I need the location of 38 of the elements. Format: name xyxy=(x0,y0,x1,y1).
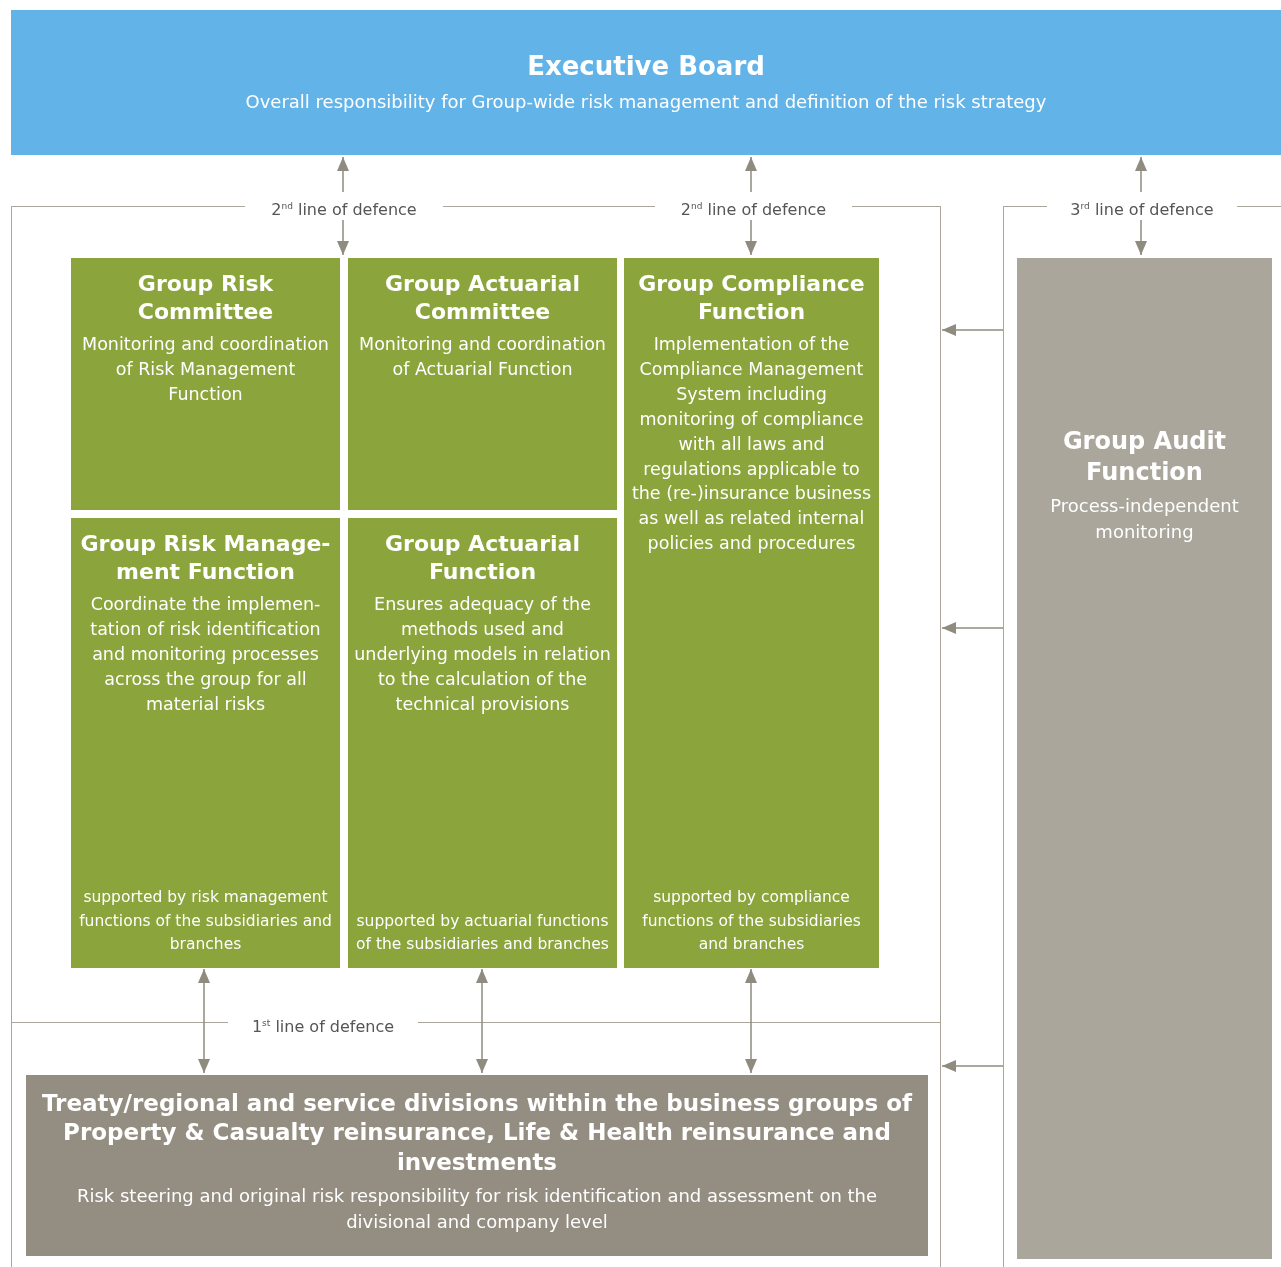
support-note: supported by compliance functions of the subsidiaries and branches xyxy=(641,887,862,955)
box-description: Process-independent monitoring xyxy=(1049,494,1240,544)
arrow xyxy=(941,1060,1004,1072)
arrow xyxy=(198,968,210,1074)
support-note: supported by risk management functions of the subsidiaries and branches xyxy=(78,887,333,955)
box-description: Risk steering and original risk responsibility for risk identification and assessment on the divisional and company level xyxy=(75,1184,879,1234)
arrow xyxy=(941,324,1004,336)
board-box xyxy=(11,10,1281,155)
arrow xyxy=(476,968,488,1074)
arrow xyxy=(1135,219,1147,256)
arrow xyxy=(745,156,757,193)
function-box xyxy=(71,518,340,968)
box-description: Ensures adequacy of the methods used and underlying models in relation to the calculation of the technical provisions xyxy=(354,593,611,716)
box-title: Group Compliance Function xyxy=(637,270,866,327)
box-title: Group Risk Committee xyxy=(136,270,275,327)
arrow xyxy=(941,622,1004,634)
box-description: Monitoring and coordination of Risk Management Function xyxy=(81,333,330,406)
division-box xyxy=(26,1075,928,1256)
box-description: Coordinate the implemen-tation of risk identification and monitoring processes across the group for all material risks xyxy=(89,593,322,716)
support-note: supported by actuarial functions of the subsidiaries and branches xyxy=(355,910,610,955)
arrow xyxy=(745,968,757,1074)
box-title: Group Audit Function xyxy=(1061,426,1228,488)
function-box xyxy=(624,258,879,968)
function-box xyxy=(348,518,617,968)
box-title: Treaty/regional and service divisions within the business groups of Property & Casualty reinsurance, Life & Health reinsurance and investments xyxy=(40,1089,914,1177)
box-title: Group Actuarial Function xyxy=(384,530,581,587)
arrow xyxy=(337,219,349,256)
arrow xyxy=(745,219,757,256)
box-title: Executive Board xyxy=(526,50,766,83)
box-description: Monitoring and coordination of Actuarial Function xyxy=(358,333,607,382)
box-title: Group Actuarial Committee xyxy=(384,270,581,327)
box-description: Overall responsibility for Group-wide risk management and definition of the risk strategy xyxy=(244,90,1048,115)
box-description: Implementation of the Compliance Management System including monitoring of compliance with all laws and regulations applicable to the (re-)insurance business as well as related internal policies and procedures xyxy=(630,333,873,556)
function-box xyxy=(71,258,340,510)
arrow xyxy=(1135,156,1147,193)
box-title: Group Risk Manage-ment Function xyxy=(79,530,332,587)
function-box xyxy=(348,258,617,510)
arrow xyxy=(337,156,349,193)
